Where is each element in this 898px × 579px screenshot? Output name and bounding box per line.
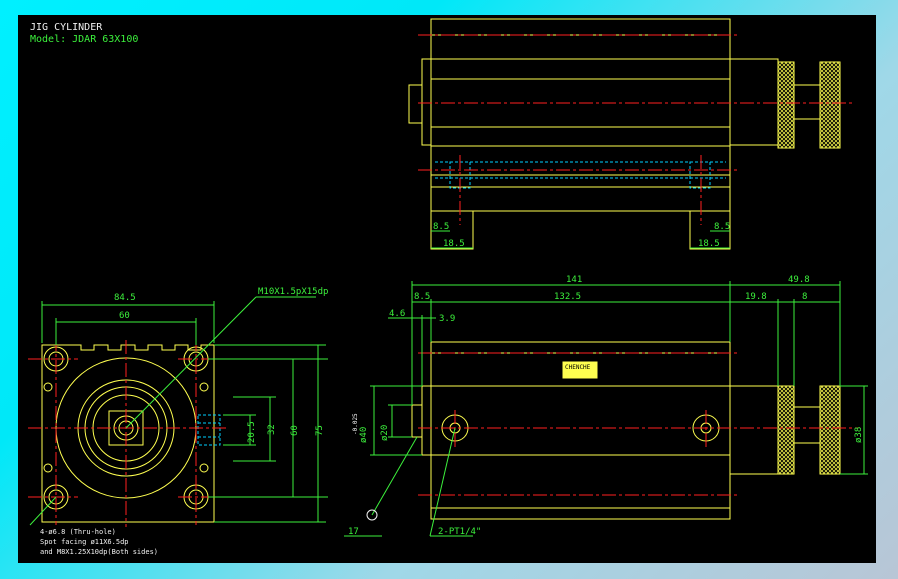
side-dim-3-9: 3.9 (439, 314, 455, 324)
top-dim-18-5-right: 18.5 (698, 239, 720, 249)
side-dim-8-5: 8.5 (414, 292, 430, 302)
top-dim-18-5-left: 18.5 (443, 239, 465, 249)
side-dim-dia-20: ø20 (380, 425, 390, 441)
drawing-model: Model: JDAR 63X100 (30, 34, 139, 45)
side-dim-dia-40: ø40 (359, 427, 369, 443)
name-plate (562, 361, 598, 379)
front-dim-20-5: 20.5 (247, 421, 257, 443)
side-dim-49-8: 49.8 (788, 275, 810, 285)
knurl-ring (777, 61, 795, 149)
front-dim-32: 32 (267, 424, 277, 435)
front-dim-60-vertical: 60 (290, 425, 300, 436)
side-dim-dia-38: ø38 (854, 427, 864, 443)
front-dim-60-horizontal: 60 (119, 311, 130, 321)
front-dim-84-5: 84.5 (114, 293, 136, 303)
hole-notes: 4-ø6.8 (Thru-hole) Spot facing ø11X6.5dp… (40, 527, 158, 557)
knurl-knob (819, 61, 841, 149)
side-knurl-knob (819, 385, 841, 475)
side-dim-8: 8 (802, 292, 807, 302)
side-dim-tolerance: -0.025 (352, 413, 359, 435)
top-view-body (430, 18, 731, 212)
name-plate-text: CHENCHE (565, 364, 591, 371)
front-dim-75: 75 (315, 425, 325, 436)
note-line-3: and M8X1.25X10dp(Both sides) (40, 548, 159, 556)
title-block: JIG CYLINDER Model: JDAR 63X100 (30, 22, 138, 46)
front-thread-callout: M10X1.5pX15dp (258, 287, 328, 297)
top-view (408, 18, 853, 250)
side-dim-4-6: 4.6 (389, 309, 405, 319)
drawing-title: JIG CYLINDER (30, 22, 103, 33)
side-dim-141: 141 (566, 275, 582, 285)
port-callout: 2-PT1/4" (438, 527, 481, 537)
side-dim-17: 17 (348, 527, 359, 537)
top-dim-8-5-right: 8.5 (714, 222, 730, 232)
note-line-1: 4-ø6.8 (Thru-hole) (40, 528, 116, 536)
side-knurl-ring (777, 385, 795, 475)
front-view (28, 296, 328, 527)
note-line-2: Spot facing ø11X6.5dp (40, 538, 129, 546)
cad-drawing: 8.5 18.5 18.5 8.5 (28, 18, 868, 537)
side-dim-19-8: 19.8 (745, 292, 767, 302)
front-body-outline (41, 344, 215, 523)
drawing-canvas: 8.5 18.5 18.5 8.5 (18, 15, 876, 563)
top-dim-8-5-left: 8.5 (433, 222, 449, 232)
side-dim-132-5: 132.5 (554, 292, 581, 302)
side-view (344, 281, 868, 537)
